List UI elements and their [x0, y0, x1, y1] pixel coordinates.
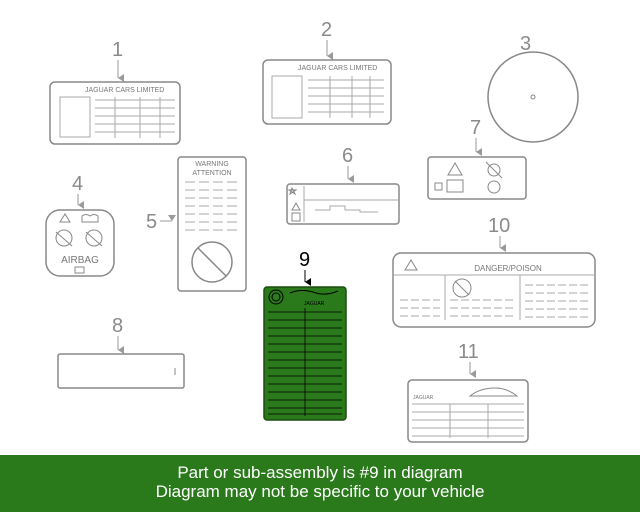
callout-6: 6 — [342, 145, 353, 167]
callout-8: 8 — [112, 315, 123, 337]
part-2-header: JAGUAR CARS LIMITED — [298, 65, 377, 72]
callout-4: 4 — [72, 173, 83, 195]
banner-line-2: Diagram may not be specific to your vehi… — [155, 482, 485, 501]
part-11-brand: JAGUAR — [413, 395, 434, 401]
parts-diagram: 1 JAGUAR CARS LIMITED 2 JAGUAR CARS LIMI… — [45, 19, 596, 443]
callout-2: 2 — [321, 19, 332, 41]
danger-poison-text: DANGER/POISON — [474, 264, 542, 273]
part-2-label[interactable]: 2 JAGUAR CARS LIMITED — [262, 19, 392, 125]
callout-3: 3 — [520, 33, 531, 55]
callout-1: 1 — [112, 39, 123, 61]
part-3-disc[interactable]: 3 — [487, 33, 579, 143]
part-10-danger-label[interactable]: 10 DANGER/POISON — [392, 215, 596, 328]
callout-7: 7 — [470, 117, 481, 139]
part-9-brand: JAGUAR — [304, 301, 325, 307]
callout-10: 10 — [488, 215, 510, 237]
info-banner: Part or sub-assembly is #9 in diagram Di… — [0, 455, 640, 512]
callout-5: 5 — [146, 211, 157, 233]
attention-text: ATTENTION — [192, 170, 231, 177]
part-1-header: JAGUAR CARS LIMITED — [85, 87, 164, 94]
part-5-warning-label[interactable]: 5 WARNING ATTENTION — [146, 156, 247, 292]
part-4-airbag-label[interactable]: 4 AIRBAG — [45, 173, 115, 277]
callout-9: 9 — [299, 249, 310, 271]
warning-text: WARNING — [195, 161, 229, 168]
part-6-label[interactable]: 6 — [286, 145, 400, 225]
part-11-tyre-label[interactable]: 11 JAGUAR — [407, 341, 529, 443]
airbag-text: AIRBAG — [61, 255, 99, 266]
part-1-label[interactable]: 1 JAGUAR CARS LIMITED — [49, 39, 181, 145]
callout-11: 11 — [458, 341, 479, 363]
part-7-label[interactable]: 7 — [427, 117, 527, 200]
banner-line-1: Part or sub-assembly is #9 in diagram — [177, 463, 463, 482]
part-9-label-highlighted[interactable]: 9 JAGUAR — [263, 249, 347, 421]
part-8-plate[interactable]: 8 — [57, 315, 185, 389]
